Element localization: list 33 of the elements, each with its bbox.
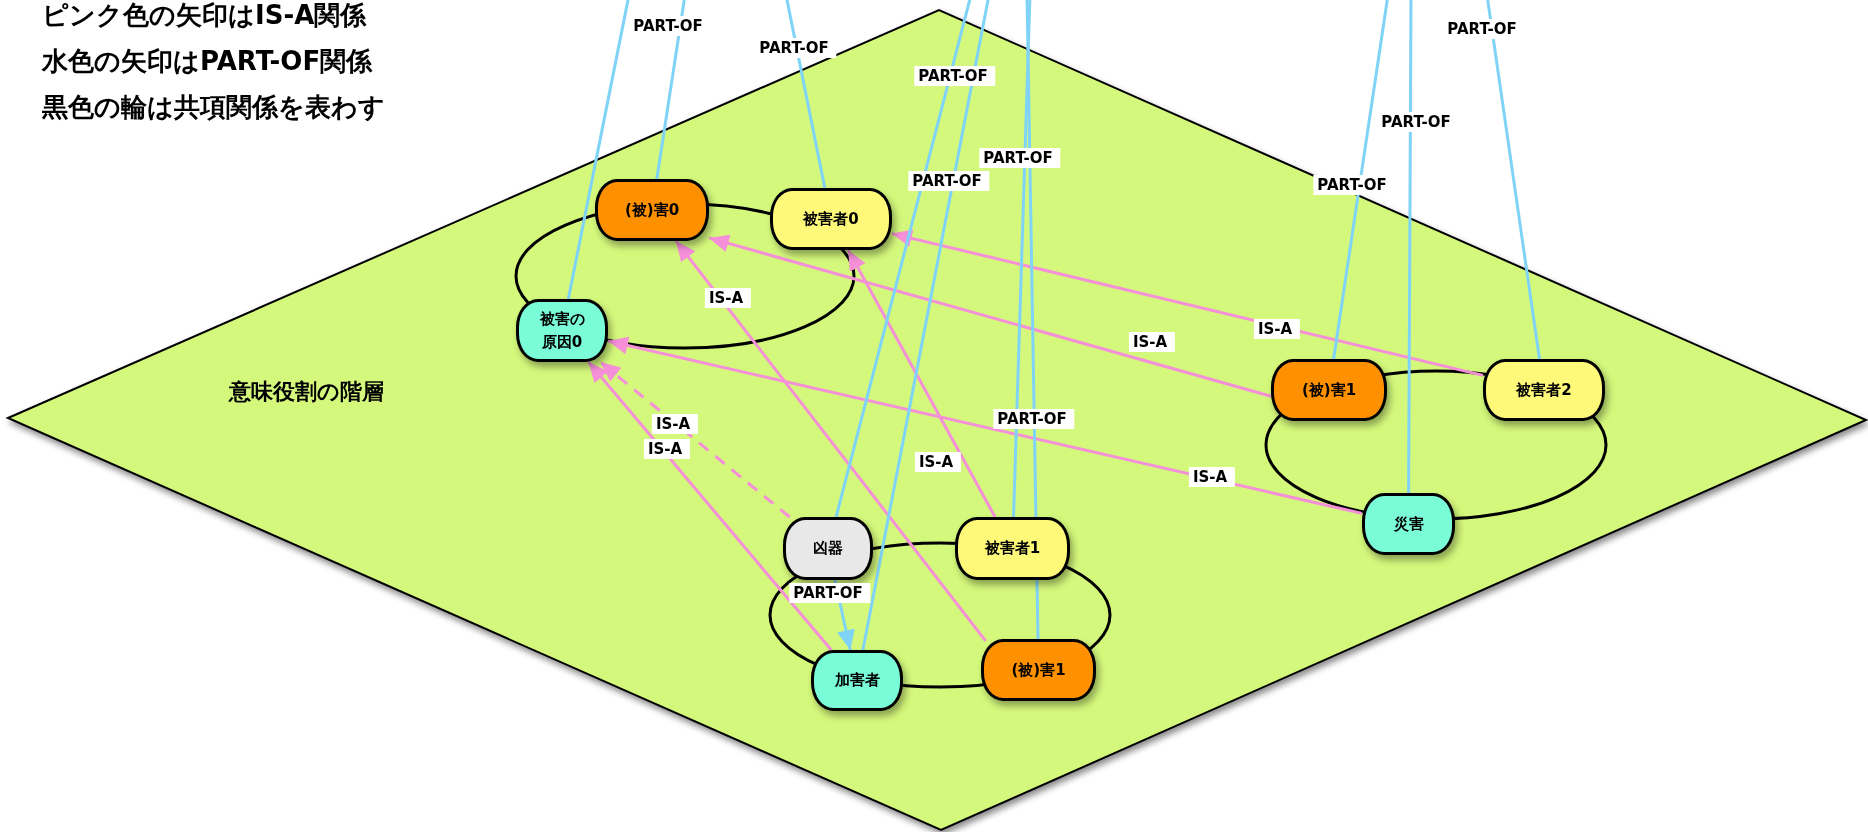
edge-label: PART-OF (789, 583, 871, 603)
arrow (607, 336, 1363, 515)
arrow (599, 360, 791, 519)
edge-label: IS-A (914, 452, 962, 472)
role-box: (被)害1 (981, 639, 1096, 701)
edge-label: PART-OF (914, 66, 996, 86)
role-box: 凶器 (783, 517, 873, 580)
edge-label: IS-A (643, 439, 691, 459)
role-box: 被害の原因0 (516, 299, 608, 362)
note-text: 黒色の輪は共項関係を表わす (42, 91, 385, 124)
plane-label: 意味役割の階層 (228, 378, 384, 406)
note-text: ピンク色の矢印はIS-A関係 (42, 0, 367, 32)
arrow (674, 240, 987, 642)
edge-label: PART-OF (979, 148, 1061, 168)
edge-label: IS-A (704, 288, 752, 308)
role-box: 被害者1 (955, 517, 1070, 580)
role-box: 加害者 (811, 650, 903, 711)
role-box: 被害者0 (770, 188, 892, 250)
edge-label: IS-A (1188, 467, 1236, 487)
role-box: (被)害0 (595, 179, 709, 241)
edge-label: IS-A (651, 414, 699, 434)
edge-label: IS-A (1253, 319, 1301, 339)
edge-label: PART-OF (908, 171, 990, 191)
edge-label: IS-A (1128, 332, 1176, 352)
arrow (708, 234, 1272, 398)
edge-label: PART-OF (993, 409, 1075, 429)
role-box: (被)害1 (1271, 359, 1387, 421)
arrow (891, 229, 1484, 377)
arrow (846, 249, 997, 518)
role-box: 災害 (1362, 493, 1455, 555)
note-text: 水色の矢印はPART-OF関係 (42, 45, 373, 78)
role-box: 被害者2 (1483, 359, 1605, 421)
arrow (587, 361, 833, 651)
